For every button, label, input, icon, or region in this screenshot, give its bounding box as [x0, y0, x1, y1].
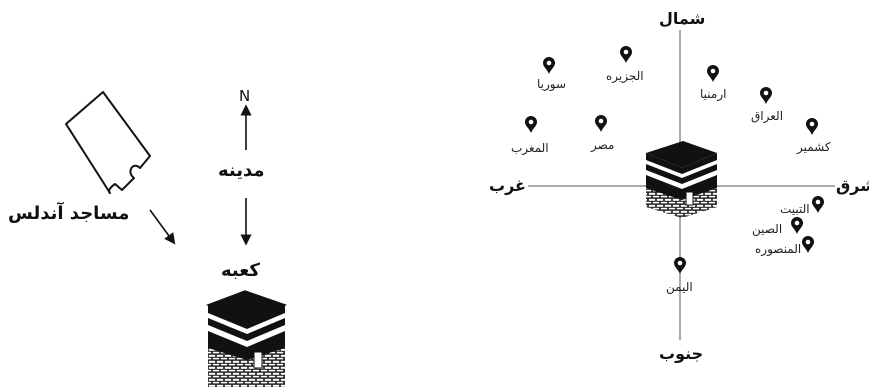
label-yemen: اليمن	[666, 280, 693, 294]
kaaba-label: کعبه	[221, 260, 260, 281]
label-maghreb: المغرب	[511, 141, 549, 155]
pin-syria-icon	[543, 57, 555, 74]
andalus-mosque-outline	[65, 91, 151, 194]
label-syria: سوريا	[537, 77, 567, 91]
pin-jazira-icon	[620, 46, 632, 63]
pin-maghreb-icon	[525, 116, 537, 133]
pin-egypt-icon	[595, 115, 607, 132]
label-mansura: المنصوره	[755, 242, 802, 256]
pin-tibet-icon	[812, 196, 824, 213]
kaaba-center-icon	[646, 141, 717, 218]
pin-kashmir-icon	[806, 118, 818, 135]
pin-mansura-icon	[802, 236, 814, 253]
andalus-mosques-label: مساجد آندلس	[8, 203, 130, 224]
east-label: شرق	[836, 176, 869, 195]
label-kashmir: كشمير	[797, 140, 831, 154]
label-jazira: الجزيره	[606, 69, 644, 83]
north-letter: N	[239, 87, 251, 105]
pin-yemen-icon	[674, 257, 686, 274]
pin-iraq-icon	[760, 87, 772, 104]
pin-china-icon	[791, 217, 803, 234]
medina-label: مدينه	[218, 160, 265, 181]
andalus-arrow	[149, 209, 176, 245]
north-label: شمال	[659, 9, 706, 28]
label-tibet: التبيت	[780, 202, 810, 216]
label-china: الصين	[752, 222, 783, 236]
south-label: جنوب	[659, 344, 704, 363]
label-egypt: مصر	[591, 138, 615, 152]
kaaba-icon	[205, 290, 288, 387]
label-iraq: العراق	[751, 109, 784, 123]
pin-armenia-icon	[707, 65, 719, 82]
label-armenia: ارمنيا	[700, 87, 727, 101]
west-label: غرب	[489, 176, 526, 195]
